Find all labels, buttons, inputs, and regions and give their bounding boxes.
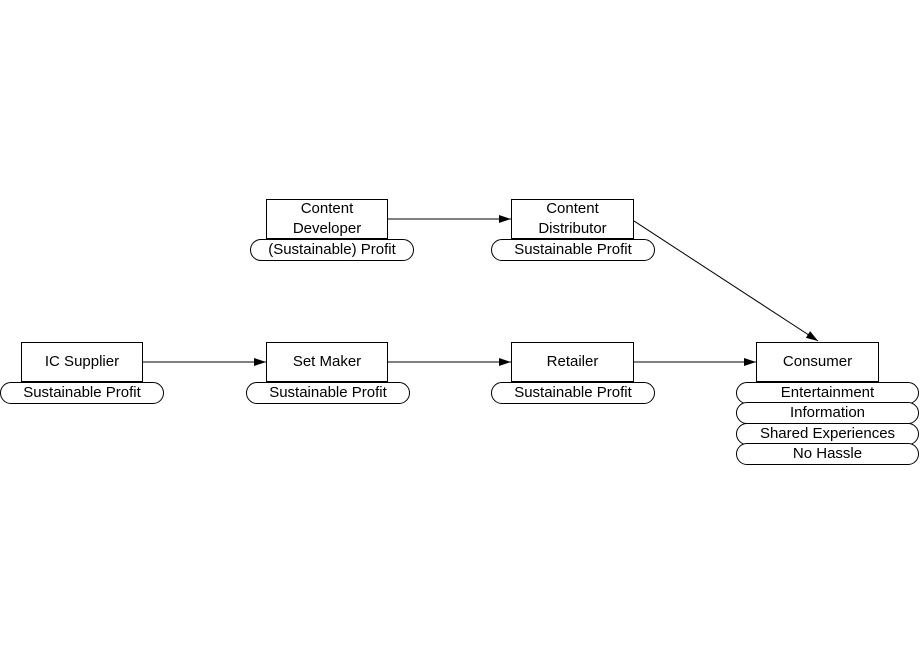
content-distributor-label-line2: Distributor [538,220,607,237]
content-developer-label-line2: Developer [292,220,362,237]
consumer-tag-no-hassle: No Hassle [736,443,919,465]
content-distributor-tag: Sustainable Profit [491,239,655,261]
content-developer-tag: (Sustainable) Profit [250,239,414,261]
content-distributor-label-line1: Content [546,200,599,217]
set-maker-tag: Sustainable Profit [246,382,410,404]
content-distributor-node: Content Distributor [511,199,634,239]
consumer-tag-entertainment: Entertainment [736,382,919,404]
content-developer-label-line1: Content [300,200,354,217]
consumer-node: Consumer [756,342,879,382]
edge-content-distributor-to-consumer [633,220,819,342]
ic-supplier-node: IC Supplier [21,342,143,382]
ic-supplier-tag: Sustainable Profit [0,382,164,404]
content-developer-node: Content Developer [266,199,388,239]
retailer-tag: Sustainable Profit [491,382,655,404]
consumer-tag-information: Information [736,402,919,424]
consumer-tag-shared-experiences: Shared Experiences [736,423,919,445]
set-maker-node: Set Maker [266,342,388,382]
retailer-node: Retailer [511,342,634,382]
